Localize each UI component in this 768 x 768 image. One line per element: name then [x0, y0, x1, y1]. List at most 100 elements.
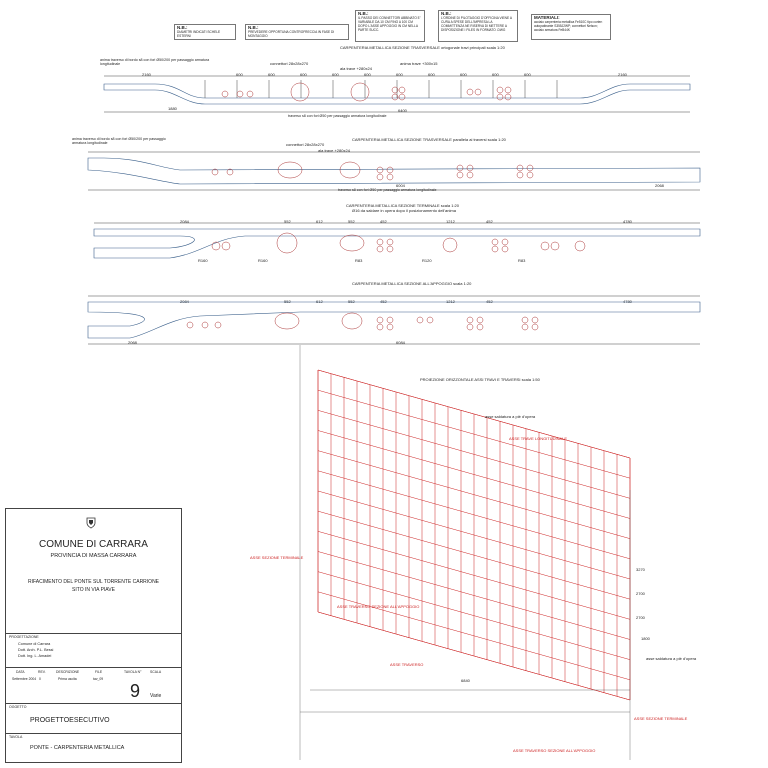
s1-dim-i: 600 [460, 72, 467, 77]
title-block: COMUNE DI CARRARA PROVINCIA DI MASSA CAR… [5, 508, 182, 763]
s2-ala-label: ala trave +280x24 [318, 148, 350, 153]
s1-dim-d: 600 [300, 72, 307, 77]
plan-dimension-lines [299, 345, 631, 760]
note-5-title: MATERIALI: [534, 15, 560, 20]
col-scala: SCALA [150, 670, 162, 674]
s4-dim-e: 452 [380, 299, 387, 304]
note-4-text: L'ORDINE DI PILOTAGGIO D'OFFICINA VIENE … [441, 16, 512, 32]
plan-diagonal-line [317, 369, 631, 459]
section-4-title: CARPENTERIA METALLICA SEZIONE ALL'APPOGG… [352, 281, 472, 286]
note-3-title: N.B.: [358, 11, 369, 16]
plan-dim-3: 2700 [636, 615, 645, 620]
s1-dim-l: 2160 [618, 72, 627, 77]
s1-traverso-label: traverso s8 con fori Ø50 per passaggio a… [288, 114, 387, 118]
plan-label-sezione-terminale-2: ASSE SEZIONE TERMINALE [634, 716, 688, 721]
section-3-outline [93, 228, 701, 259]
section-3-title: CARPENTERIA METALLICA SEZIONE TERMINALE … [346, 203, 459, 208]
plan-dim-2: 2700 [636, 591, 645, 596]
s1-connettori-label: connettori 28x28x270 [270, 61, 309, 66]
plan-diagonal-line [317, 571, 631, 660]
s4-dim-d: 552 [348, 299, 355, 304]
s1-dim-h: 600 [428, 72, 435, 77]
progettazione-1: Comune di Carrara [18, 642, 51, 646]
s1-total-dim: 6400 [398, 108, 407, 113]
s3-radius-2: R160 [198, 258, 208, 263]
project-line-2: SITO IN VIA PIAVE [72, 587, 115, 593]
s1-dim-g: 600 [396, 72, 403, 77]
s3-dim-g: 452 [486, 219, 493, 224]
s1-left-dim: 1880 [168, 106, 177, 111]
plan-label-appoggio-2: ASSE TRAVERSO SEZIONE ALL'APPOGGIO [513, 748, 596, 753]
tavola-number: 9 [130, 681, 141, 701]
section-3-subtitle: Ø16 da saldare in opera dopo il posizion… [352, 208, 456, 213]
plan-diagonal-line [317, 410, 631, 499]
row-data: Settembre 2004 [12, 677, 37, 681]
s3-radius-1: R160 [258, 258, 268, 263]
s1-dim-k: 600 [524, 72, 531, 77]
plan-label-saldatura-1: asse saldatura a piè d'opera [485, 414, 536, 419]
s3-radius-4: R120 [422, 258, 432, 263]
s1-anima-trave-label: anima trave +300x15 [400, 61, 438, 66]
tavola-label: TAVOLA [9, 735, 23, 739]
note-3-text: IL PASSO DEI CONNETTORI ABBINATO E' VARI… [358, 16, 421, 32]
s2-connettori-label: connettori 28x28x270 [286, 142, 325, 147]
plan-diagonal-line [317, 591, 631, 681]
plan-title: PROIEZIONE ORIZZONTALE ASSI TRAVI E TRAV… [420, 377, 540, 382]
section-2-outline [87, 157, 701, 185]
plan-label-asse-traverso: ASSE TRAVERSO [390, 662, 424, 667]
plan-diagonal-line [317, 551, 631, 640]
section-1-outline [103, 83, 691, 105]
scala-value: Varie [150, 693, 162, 699]
s2-anima-label: anima traverso di bordo s8 con fori Ø50/… [72, 137, 166, 145]
col-rev: REV. [38, 670, 46, 674]
note-2-text: PREVEDERE OPPORTUNA CONTROFRECCIA IN FAS… [248, 30, 335, 38]
s3-dim-e: 452 [380, 219, 387, 224]
s4-dim-a: 2084 [180, 299, 189, 304]
section-4-holes [186, 312, 539, 331]
s3-dim-a: 2084 [180, 219, 189, 224]
s4-dim-f: 1212 [446, 299, 455, 304]
s4-dim-h: 4780 [623, 299, 632, 304]
plan-label-appoggio-1: ASSE TRAVERSO SEZIONE ALL'APPOGGIO [337, 604, 420, 609]
plan-diagonal-line [317, 490, 631, 580]
plan-diagonal-line [317, 430, 631, 519]
col-descrizione: DESCRIZIONE [56, 670, 80, 674]
s3-dim-b: 552 [284, 219, 291, 224]
s1-ala-label: ala trave +280x24 [340, 66, 372, 71]
col-file: FILE [95, 670, 103, 674]
plan-dim-5: 6840 [461, 678, 470, 683]
s1-dim-f: 600 [364, 72, 371, 77]
progettazione-label: PROGETTAZIONE [9, 635, 39, 639]
oggetto-label: OGGETTO [9, 705, 27, 709]
plan-diagonal-line [317, 470, 631, 560]
coat-of-arms-icon [86, 517, 96, 529]
provincia: PROVINCIA DI MASSA CARRARA [50, 553, 137, 559]
s3-radius-3: R83 [355, 258, 363, 263]
s4-total-dim: 6084 [396, 340, 405, 345]
s3-radius-5: R83 [518, 258, 526, 263]
section-4-outline [87, 301, 701, 339]
s3-dim-c: 612 [316, 219, 323, 224]
s1-anima-label: anima traverso di bordo s8 con fori Ø50/… [100, 58, 210, 66]
s2-right-dim: 2068 [655, 183, 664, 188]
section-1-holes [221, 82, 512, 102]
s4-dim-g: 452 [486, 299, 493, 304]
note-2-title: N.B.: [248, 25, 259, 30]
row-rev: 0 [39, 677, 41, 681]
note-1-title: N.B.: [177, 25, 188, 30]
plan-diagonal-line [317, 510, 631, 600]
s3-dim-f: 1212 [446, 219, 455, 224]
progettazione-2: Dott. Arch. P.L. Bessi [18, 648, 54, 652]
note-4: N.B.: L'ORDINE DI PILOTAGGIO D'OFFICINA … [438, 10, 518, 42]
s4-dim-c: 612 [316, 299, 323, 304]
progettazione-3: Dott. Ing. L. Amadei [18, 654, 52, 658]
note-5: MATERIALI: acciaio carpenteria metallica… [531, 14, 611, 40]
s1-dim-e: 600 [332, 72, 339, 77]
note-5-text: acciaio carpenteria metallica Fe510C tip… [534, 20, 603, 32]
plan-diagonal-line [317, 531, 631, 620]
section-1-girders [204, 80, 558, 98]
s1-dim-j: 600 [492, 72, 499, 77]
plan-dim-4: 1800 [641, 636, 650, 641]
